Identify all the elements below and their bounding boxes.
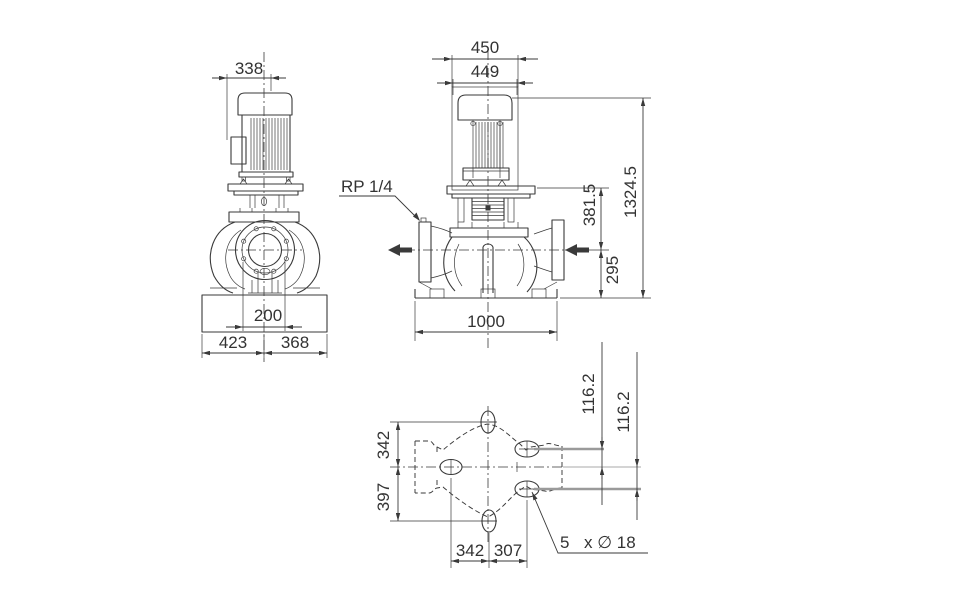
dim-label-1324-5: 1324.5 xyxy=(621,166,640,218)
plan-view: 342 397 116.2 116.2 342 307 5 x ∅ 18 xyxy=(374,342,648,568)
flange-bolt-holes xyxy=(241,226,289,274)
dim-enclosure-width: 450 xyxy=(432,38,538,87)
discharge-flange-plate xyxy=(551,219,565,281)
dim-label-200: 200 xyxy=(254,306,282,325)
dim-label-381-5: 381.5 xyxy=(580,184,599,227)
hole-size-label: x ∅ 18 xyxy=(584,533,636,552)
leader-arrow xyxy=(532,492,538,501)
dim-label-450: 450 xyxy=(471,38,499,57)
coupling-slot xyxy=(261,196,267,207)
anchor-holes xyxy=(439,410,540,533)
pump-casing xyxy=(209,211,321,294)
dim-port-offset: 200 xyxy=(226,262,302,331)
dim-base-length: 1000 xyxy=(414,301,558,341)
base-pedestal xyxy=(201,294,328,333)
dim-label-368: 368 xyxy=(281,333,309,352)
dim-label-449: 449 xyxy=(471,62,499,81)
suction-flange xyxy=(234,219,296,281)
dim-label-423: 423 xyxy=(219,333,247,352)
dim-flange-to-port: 381.5 xyxy=(537,184,609,251)
drain-plug xyxy=(259,267,271,276)
dim-label-116-2-upper: 116.2 xyxy=(579,373,598,414)
pump-casing-side xyxy=(414,217,565,299)
dim-total-height: 1324.5 xyxy=(512,97,651,299)
motor-fins xyxy=(475,122,504,168)
rp-label: RP 1/4 xyxy=(341,177,393,196)
dim-label-342-top: 342 xyxy=(374,431,393,459)
hole-count-label: 5 xyxy=(560,533,569,552)
motor-side xyxy=(457,94,513,187)
dim-motor-width-side: 449 xyxy=(437,62,533,95)
dim-port-to-base: 295 xyxy=(598,250,622,298)
dim-label-307: 307 xyxy=(494,541,522,560)
rp-callout: RP 1/4 xyxy=(339,177,420,221)
suction-flange-plate xyxy=(418,221,432,283)
motor-stool-side xyxy=(446,185,536,228)
hole-callout: 5 x ∅ 18 xyxy=(531,491,648,554)
dim-label-342-bottom: 342 xyxy=(456,541,484,560)
dim-plan-bottom: 342 307 xyxy=(450,478,528,568)
baseplate-outline xyxy=(414,423,563,518)
motor xyxy=(230,92,294,185)
dim-motor-width: 338 xyxy=(212,59,286,140)
rp-tapping xyxy=(420,217,427,223)
dim-plan-right: 116.2 116.2 xyxy=(579,342,640,520)
leader-arrow xyxy=(413,212,420,221)
dim-label-1000: 1000 xyxy=(467,312,505,331)
dim-label-116-2-lower: 116.2 xyxy=(614,391,633,432)
flow-direction-arrow-outlet xyxy=(388,244,412,256)
motor-enclosure-outline xyxy=(451,86,519,191)
front-view: 338 200 423 368 xyxy=(201,52,328,362)
motor-stool xyxy=(227,183,304,212)
dim-plan-left: 342 397 xyxy=(374,421,497,522)
dim-label-397: 397 xyxy=(374,483,393,511)
motor-fins xyxy=(250,118,288,170)
dim-label-338: 338 xyxy=(235,59,263,78)
side-view: 450 449 RP 1/4 381.5 295 xyxy=(339,38,651,350)
shaft-mark xyxy=(485,205,491,211)
baseplate-side xyxy=(414,289,558,299)
dim-label-295: 295 xyxy=(603,256,622,284)
dim-base-widths: 423 368 xyxy=(201,333,328,358)
terminal-box xyxy=(230,136,247,165)
